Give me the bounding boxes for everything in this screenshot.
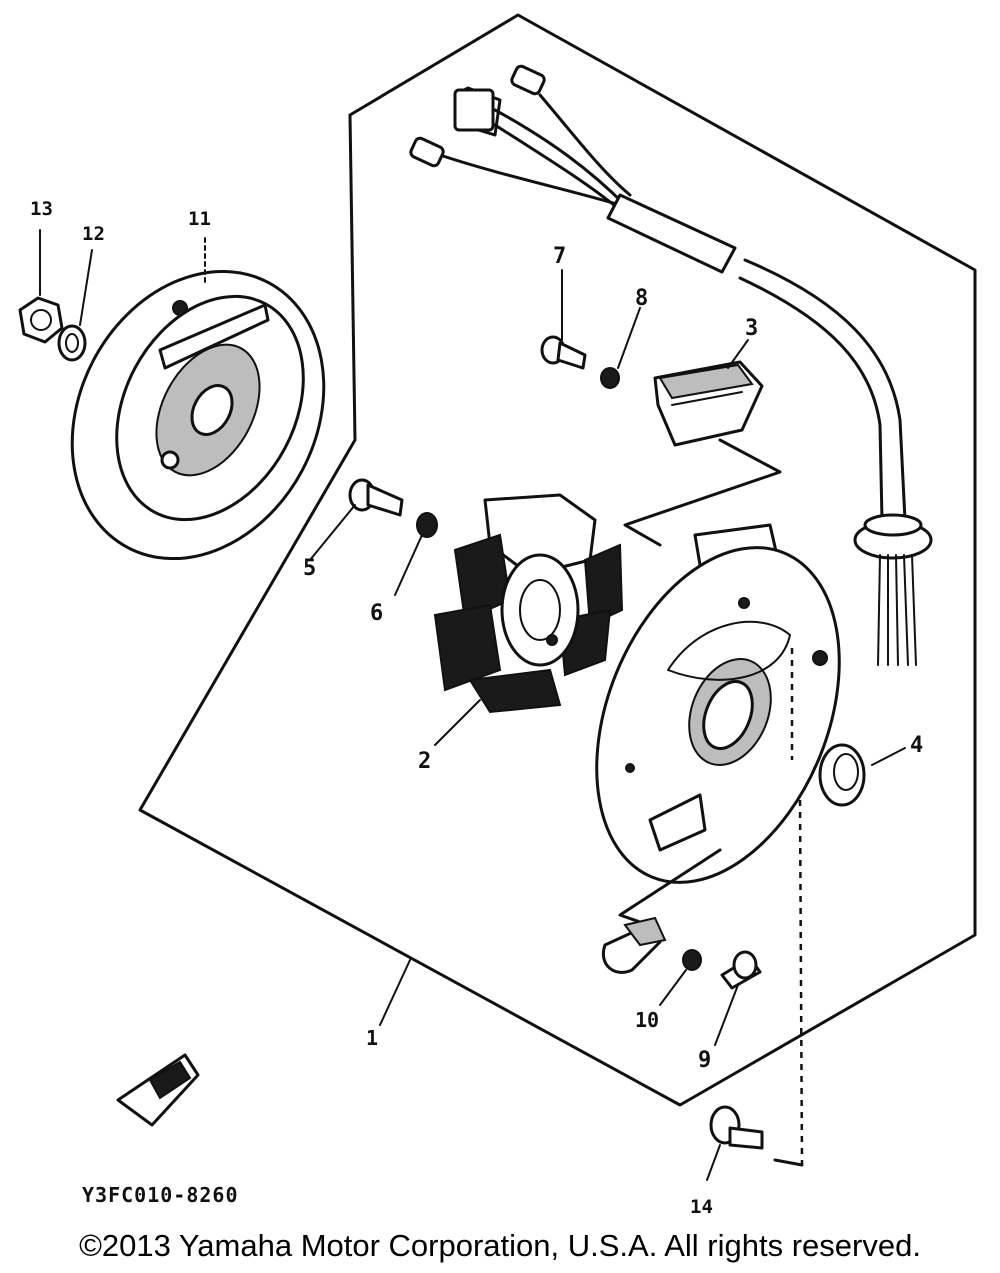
callout-6: 6 — [370, 601, 383, 626]
callout-4: 4 — [910, 733, 923, 758]
leader-lines — [39, 229, 906, 1181]
callout-12: 12 — [82, 223, 105, 245]
flywheel-rotor — [70, 269, 326, 561]
callout-8: 8 — [635, 286, 648, 311]
bolt-14 — [709, 1105, 764, 1150]
bolt-5 — [348, 478, 404, 517]
copyright-notice: ©2013 Yamaha Motor Corporation, U.S.A. A… — [79, 1228, 921, 1263]
exploded-parts-diagram: 13 12 11 7 8 3 5 6 2 4 1 10 9 14 — [18, 13, 977, 1218]
assembly-boundary — [138, 13, 977, 1107]
callout-7: 7 — [553, 244, 566, 269]
callout-10: 10 — [635, 1008, 659, 1032]
callout-3: 3 — [745, 316, 758, 341]
callout-5: 5 — [303, 556, 316, 581]
cable-clamp — [601, 916, 667, 974]
callout-2: 2 — [418, 749, 431, 774]
stator-coil-assembly — [433, 493, 624, 714]
pickup-coil — [623, 360, 782, 547]
washer-8 — [600, 367, 620, 389]
washer-10 — [682, 949, 702, 971]
drawing-code: Y3FC010-8260 — [82, 1183, 239, 1207]
callout-9: 9 — [698, 1048, 711, 1073]
screw-7 — [540, 335, 587, 370]
callout-11: 11 — [188, 208, 211, 230]
callout-13: 13 — [30, 198, 53, 220]
screw-9 — [720, 950, 762, 990]
oil-seal — [818, 743, 866, 807]
washer — [57, 324, 87, 362]
callout-1: 1 — [366, 1026, 378, 1050]
washer-6 — [416, 512, 438, 538]
wire-harness — [409, 64, 933, 666]
callout-14: 14 — [690, 1196, 713, 1218]
label-decal-icon — [116, 1053, 200, 1127]
nut — [18, 296, 64, 344]
alignment-line — [790, 648, 804, 1166]
stator-base-plate — [595, 523, 841, 884]
